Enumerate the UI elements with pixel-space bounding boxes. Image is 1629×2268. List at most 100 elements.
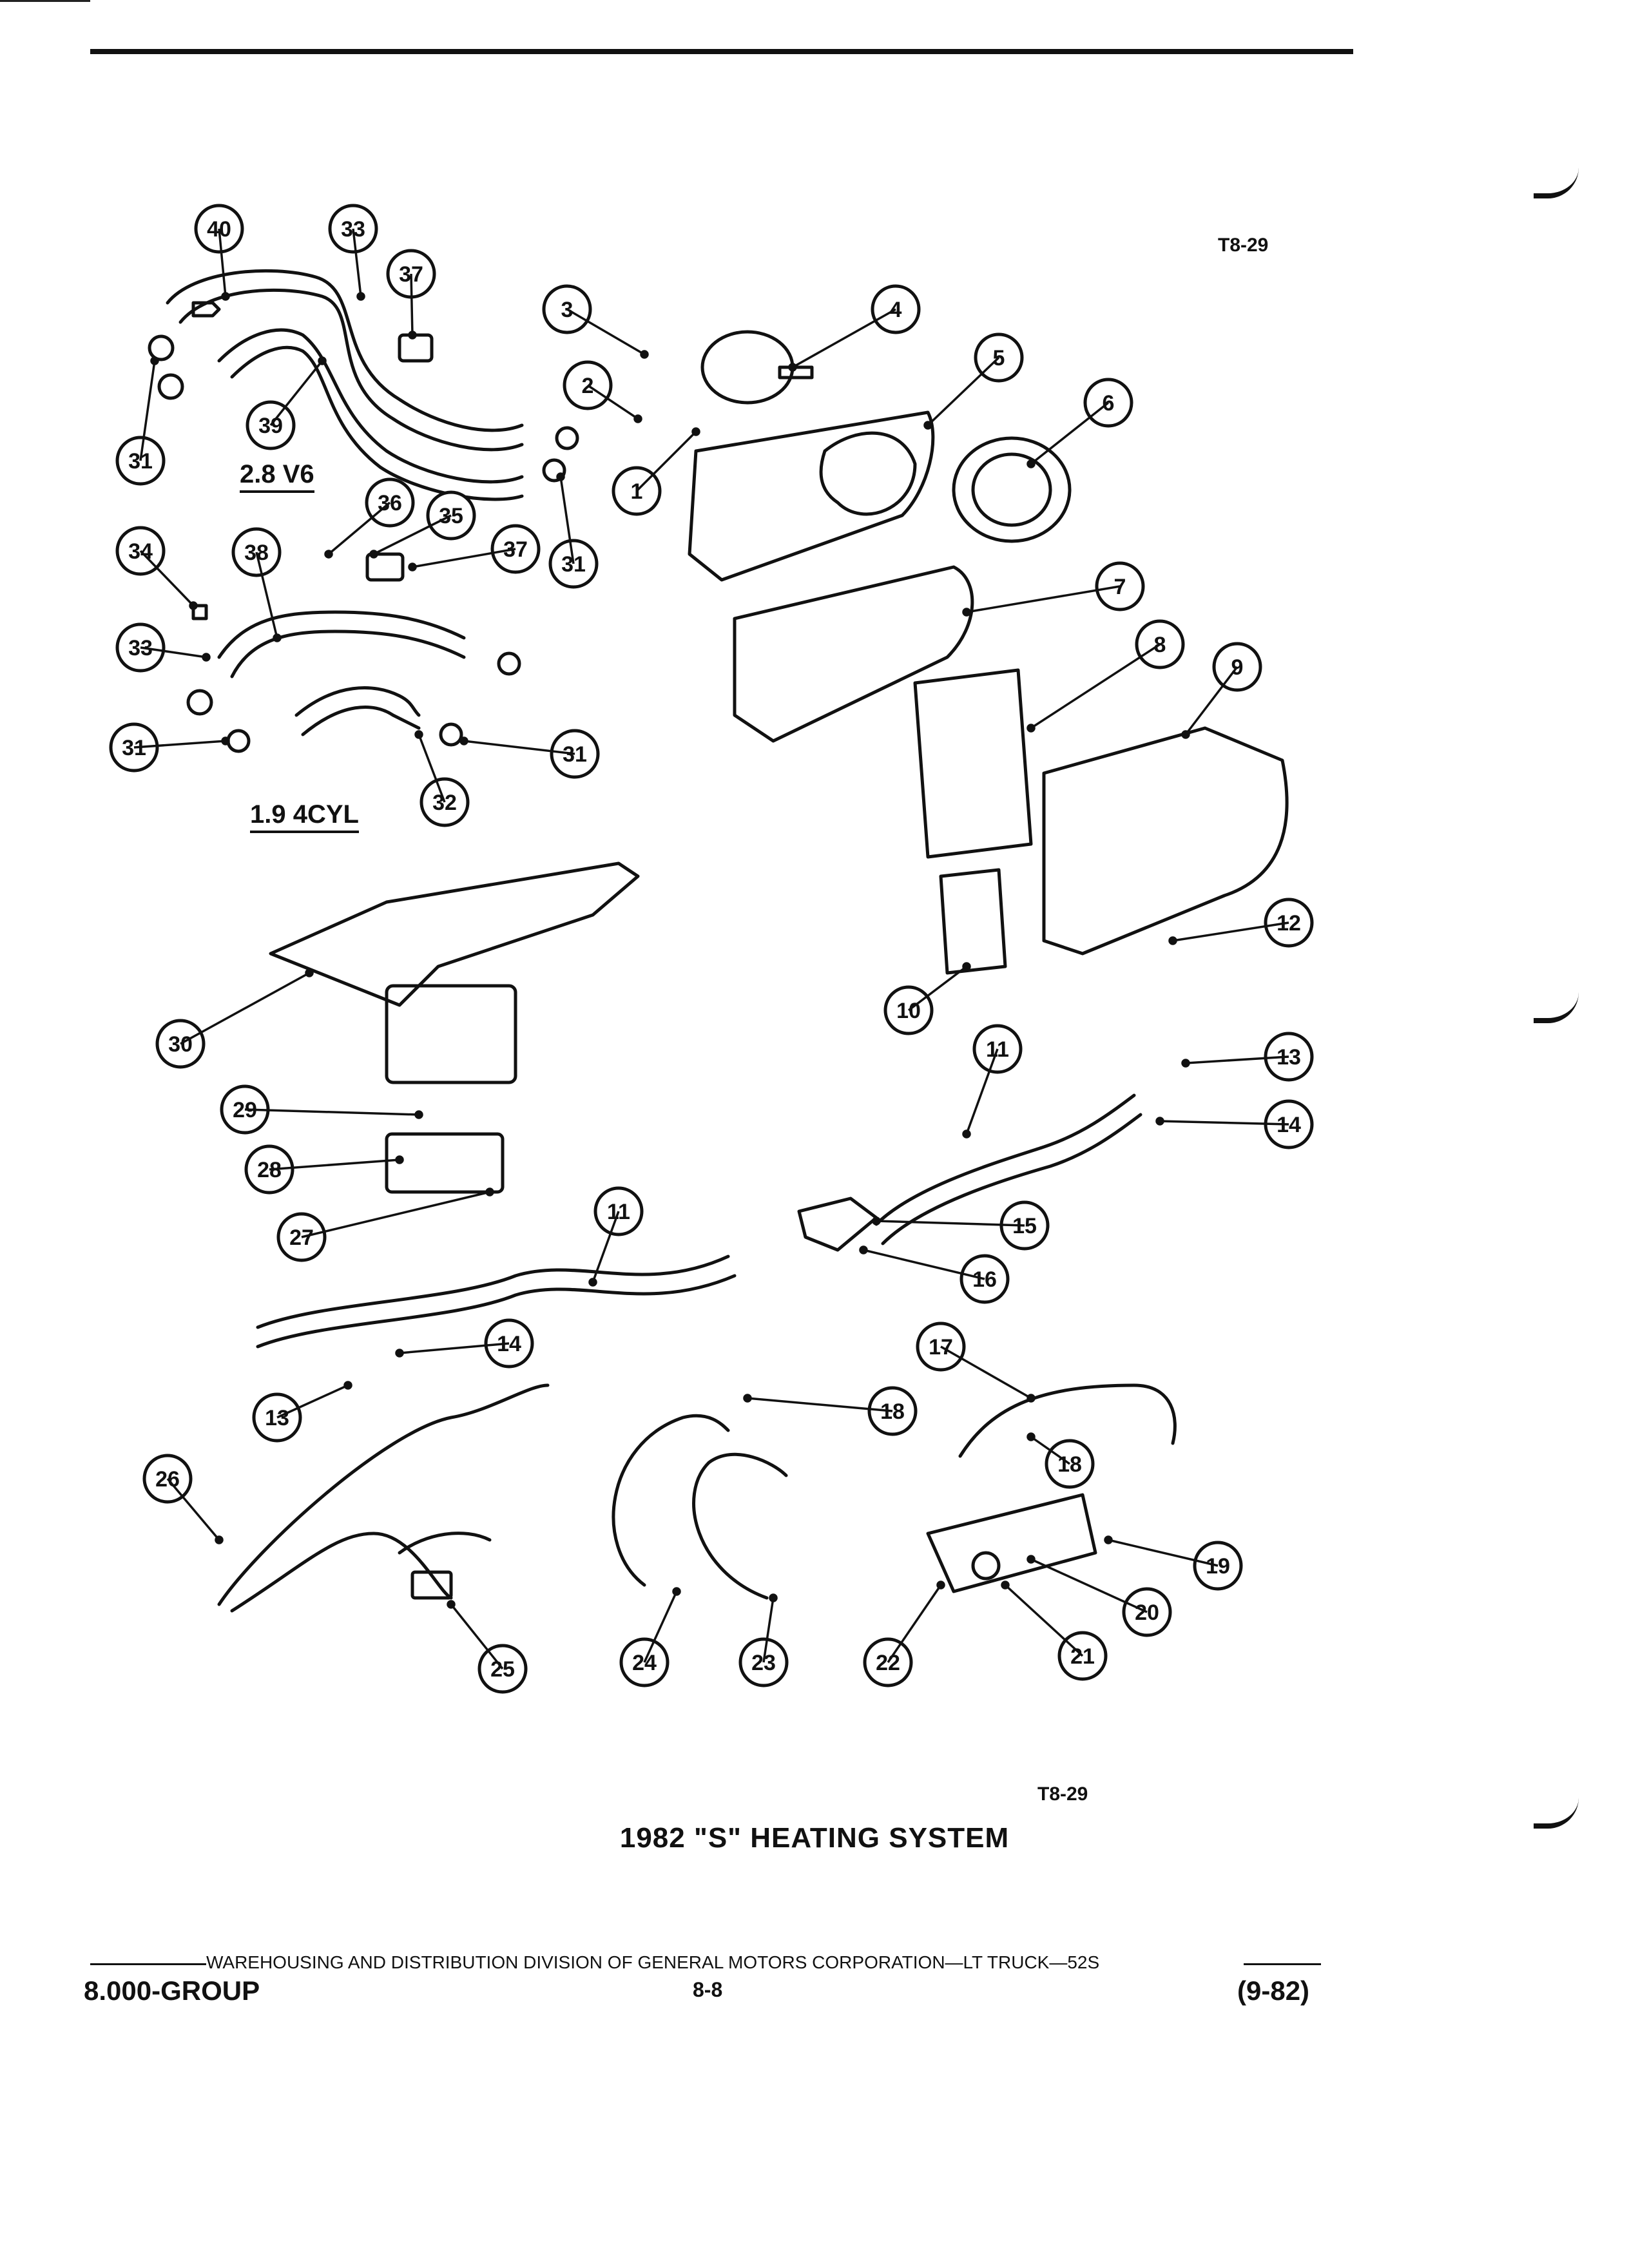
leader-arrow-31 [556,472,565,481]
gasket-7 [733,565,974,743]
leader-line-39 [269,360,323,427]
leader-line-30 [180,972,310,1045]
callout-number-28: 28 [257,1158,282,1182]
leader-arrow-30 [305,968,314,977]
footer-division: WAREHOUSING AND DISTRIBUTION DIVISION OF… [206,1952,1100,1972]
binding-tick-2 [1534,992,1579,1023]
leader-arrow-1 [691,427,700,436]
callout-number-30: 30 [168,1032,193,1057]
hose-11-lower-b [256,1274,737,1349]
leader-line-14 [399,1342,510,1354]
leader-line-33 [352,228,362,297]
leader-line-18 [1030,1436,1071,1465]
leader-line-4 [792,308,896,369]
leader-line-33 [140,646,207,658]
leader-line-37 [410,273,414,336]
callout-number-31: 31 [122,736,146,760]
leader-line-23 [762,1597,775,1663]
leader-arrow-34 [189,601,198,610]
leader-arrow-39 [318,356,327,365]
leader-line-19 [1108,1539,1219,1567]
clamp-31-h [439,722,463,747]
leader-arrow-37 [408,331,417,340]
footer-group: 8.000-GROUP [84,1975,260,2006]
leader-arrow-9 [1181,730,1190,739]
callout-number-19: 19 [1206,1554,1230,1579]
leader-arrow-16 [859,1245,868,1254]
leader-arrow-13 [343,1381,352,1390]
clamp-31-f [226,729,251,753]
footer-rule-right [1244,1963,1321,1965]
leader-arrow-27 [485,1187,494,1196]
leader-line-40 [218,228,227,297]
leader-line-34 [139,550,195,607]
header-rule [90,49,1353,54]
leader-line-31 [463,740,575,755]
leader-arrow-23 [769,1593,778,1602]
leader-arrow-31 [221,736,230,745]
leader-line-18 [747,1397,893,1412]
leader-line-28 [269,1158,400,1171]
callout-number-18: 18 [880,1399,905,1424]
callout-number-20: 20 [1135,1600,1159,1625]
leader-line-6 [1030,401,1110,465]
leader-line-31 [559,476,575,564]
leader-line-24 [643,1591,678,1663]
leader-arrow-11 [962,1129,971,1139]
footer-rule-left [90,1963,206,1965]
corner-mark [0,0,90,2]
callout-number-18: 18 [1057,1452,1082,1477]
leader-line-11 [965,1048,999,1135]
core-8 [913,668,1033,859]
leader-arrow-38 [273,633,282,642]
callout-number-25: 25 [490,1657,515,1682]
leader-arrow-33 [356,292,365,301]
leader-line-26 [166,1477,220,1541]
callout-number-23: 23 [751,1651,776,1675]
leader-arrow-31 [150,356,159,365]
leader-line-29 [244,1108,419,1116]
clamp-31-e [186,689,213,716]
leader-line-16 [863,1249,985,1280]
leader-arrow-25 [447,1600,456,1609]
leader-arrow-29 [414,1110,423,1119]
leader-line-7 [966,585,1121,613]
leader-line-13 [1185,1055,1289,1064]
leader-arrow-11 [588,1278,597,1287]
leader-line-12 [1172,921,1289,942]
footer-page-number: 8-8 [693,1978,723,2001]
leader-arrow-18 [1027,1432,1036,1441]
label-1-9-4cyl: 1.9 4CYL [250,800,359,833]
leader-arrow-19 [1104,1535,1113,1544]
leader-line-13 [276,1384,349,1419]
leader-line-14 [1159,1120,1289,1126]
leader-line-31 [139,360,156,461]
leader-arrow-6 [1027,459,1036,468]
harness-26 [217,1383,550,1606]
cable-17 [958,1383,1177,1458]
hose-33-4cyl [217,610,466,678]
leader-arrow-35 [369,550,378,559]
leader-line-1 [635,430,697,492]
leader-line-5 [927,356,1000,427]
leader-arrow-13 [1181,1059,1190,1068]
footer-date: (9-82) [1237,1975,1310,2006]
leader-line-20 [1030,1558,1148,1613]
leader-arrow-14 [1155,1117,1164,1126]
clamp-37-4cyl [365,552,405,582]
clamp-37-v6 [398,333,434,363]
leader-arrow-21 [1001,1581,1010,1590]
hose-11-upper [874,1093,1136,1226]
connector-25 [410,1570,453,1600]
clamp-31-a [148,334,175,361]
leader-line-32 [418,734,446,803]
callout-number-22: 22 [876,1651,900,1675]
leader-arrow-15 [872,1216,881,1225]
duct-assembly-30 [269,861,640,1007]
fan-wheel-6 [952,436,1072,543]
callout-number-32: 32 [432,791,457,815]
leader-line-37 [412,548,516,568]
leader-arrow-24 [672,1587,681,1596]
leader-line-35 [373,514,452,555]
